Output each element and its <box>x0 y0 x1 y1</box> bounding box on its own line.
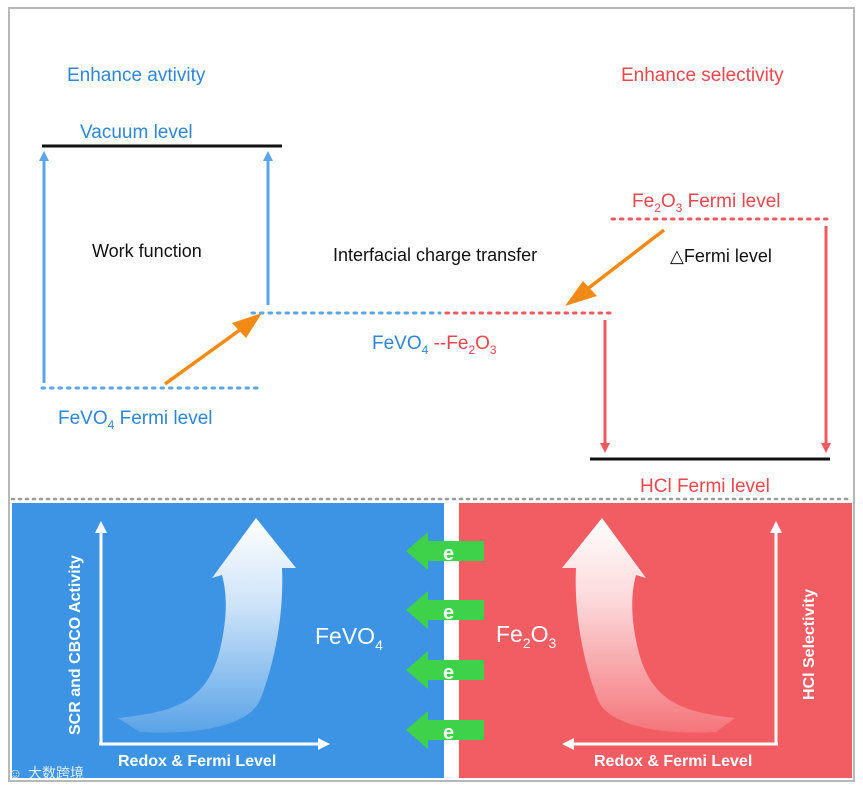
right-heading: Enhance selectivity <box>621 65 784 86</box>
electron-arrow-4: e <box>406 711 484 749</box>
fe2o3-fermi-label: Fe2O3 Fermi level <box>632 191 781 215</box>
hcl-fermi-label: HCl Fermi level <box>640 476 770 497</box>
work-function-label: Work function <box>92 241 202 261</box>
left-y-axis-label: SCR and CBCO Activity <box>67 555 84 735</box>
orange-arrowhead-right <box>565 281 597 306</box>
activity-rising-arrow <box>118 518 296 733</box>
junction-label: FeVO4 --Fe2O3 <box>372 333 497 357</box>
right-y-axis-label: HCl Selectivity <box>801 589 818 700</box>
left-heading: Enhance avtivity <box>67 65 206 86</box>
electron-arrow-2: e <box>406 591 484 629</box>
orange-transfer-arrow-left <box>163 325 246 386</box>
fe2o3-panel <box>459 503 852 778</box>
left-x-axis-label: Redox & Fermi Level <box>118 753 276 770</box>
vacuum-level-label: Vacuum level <box>80 122 193 143</box>
electron-arrow-1: e <box>406 532 484 570</box>
watermark-icon: ☺ <box>8 765 22 781</box>
delta-fermi-label: △Fermi level <box>670 246 772 266</box>
orange-transfer-arrow-right <box>584 228 666 292</box>
watermark: 大数跨境 <box>28 765 84 781</box>
electron-label-1: e <box>443 543 454 565</box>
interfacial-charge-transfer-label: Interfacial charge transfer <box>333 245 537 265</box>
selectivity-rising-arrow <box>562 518 735 733</box>
electron-arrow-3: e <box>406 651 484 689</box>
fe2o3-material-label: Fe2O3 <box>496 621 557 651</box>
fevo4-material-label: FeVO4 <box>315 623 383 653</box>
right-x-axis-label: Redox & Fermi Level <box>594 753 752 770</box>
electron-label-4: e <box>443 722 454 744</box>
electron-label-2: e <box>443 602 454 624</box>
fevo4-fermi-label: FeVO4 Fermi level <box>58 408 213 432</box>
electron-label-3: e <box>443 662 454 684</box>
orange-arrowhead-left <box>232 313 262 338</box>
